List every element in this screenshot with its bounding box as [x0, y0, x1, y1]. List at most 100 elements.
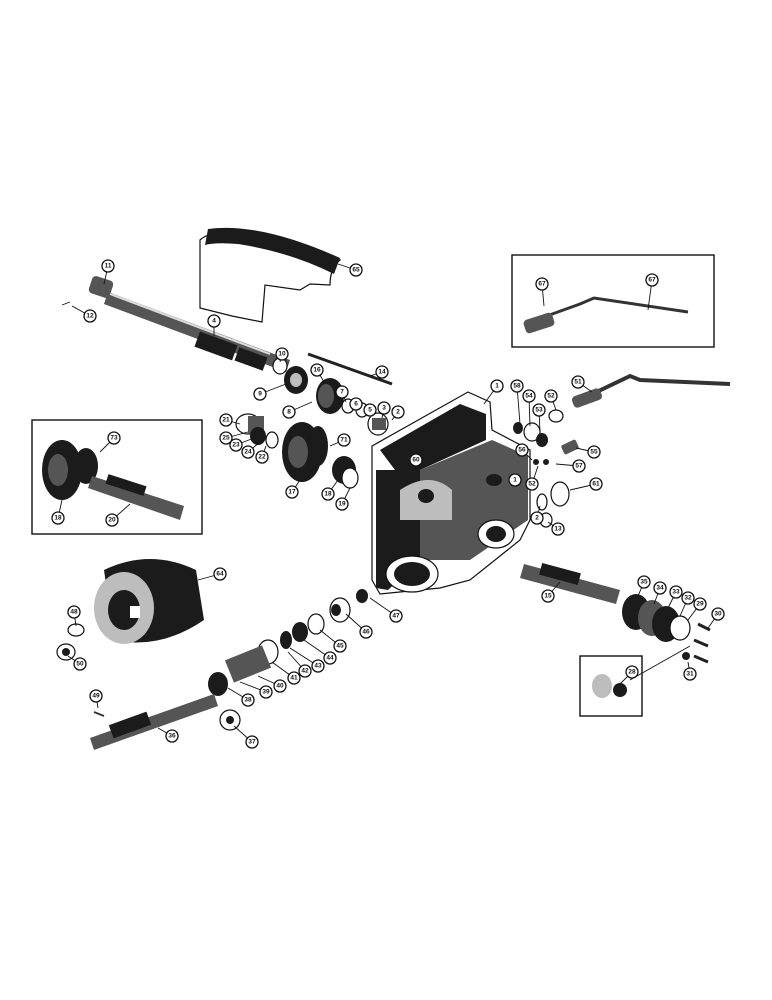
callout-circle — [515, 443, 529, 457]
callout-52: 52 — [525, 465, 539, 491]
callout-circle — [522, 389, 536, 403]
callout-67: 67 — [645, 273, 659, 311]
callout-19: 19 — [335, 487, 351, 511]
callout-61: 61 — [569, 477, 603, 491]
callout-circle — [310, 363, 324, 377]
pulley-drum-part — [94, 559, 204, 644]
upper-gear-cluster — [272, 357, 389, 436]
callout-circle — [653, 581, 667, 595]
callout-circle — [683, 667, 697, 681]
callout-number: 1 — [495, 383, 499, 390]
callout-number: 32 — [684, 595, 692, 602]
callout-number: 22 — [258, 454, 266, 461]
callout-number: 15 — [544, 593, 552, 600]
callout-number: 3 — [382, 405, 386, 412]
callout-circle — [572, 459, 586, 473]
callout-number: 35 — [640, 579, 648, 586]
callout-15: 15 — [541, 581, 561, 603]
inset-nut — [579, 645, 691, 717]
callout-number: 45 — [336, 643, 344, 650]
callout-9: 9 — [253, 383, 287, 401]
callout-2: 2 — [391, 405, 405, 421]
selector-small-parts — [513, 409, 579, 528]
callout-circle — [282, 405, 296, 419]
callout-number: 71 — [340, 437, 348, 444]
callout-3: 3 — [377, 401, 391, 419]
callout-number: 60 — [412, 457, 420, 464]
callout-circle — [213, 567, 227, 581]
callout-circle — [105, 513, 119, 527]
callout-64: 64 — [197, 567, 227, 581]
callout-23: 23 — [229, 437, 255, 452]
callout-circle — [241, 693, 255, 707]
callout-circle — [253, 387, 267, 401]
callout-number: 18 — [54, 515, 62, 522]
callout-circle — [681, 591, 695, 605]
callout-18: 18 — [321, 479, 339, 501]
callout-number: 39 — [262, 689, 270, 696]
callout-number: 46 — [362, 629, 370, 636]
callout-21: 21 — [219, 413, 241, 427]
callout-44: 44 — [303, 639, 337, 665]
callout-22: 22 — [255, 445, 269, 464]
callout-number: 12 — [86, 313, 94, 320]
callout-18: 18 — [51, 499, 65, 525]
callout-number: 4 — [212, 318, 216, 325]
callout-38: 38 — [227, 687, 255, 707]
callout-number: 10 — [278, 351, 286, 358]
callout-55: 55 — [575, 445, 601, 459]
callout-1: 1 — [483, 379, 504, 405]
callout-65: 65 — [337, 263, 363, 277]
callout-circle — [535, 277, 549, 291]
callout-circle — [89, 689, 103, 703]
callout-circle — [101, 259, 115, 273]
callout-number: 42 — [301, 668, 309, 675]
shift-lever-part — [571, 373, 731, 408]
callout-circle — [711, 607, 725, 621]
callout-circle — [375, 365, 389, 379]
callout-number: 2 — [396, 409, 400, 416]
callout-number: 6 — [354, 401, 358, 408]
callout-57: 57 — [555, 459, 586, 473]
callout-16: 16 — [310, 363, 325, 383]
callout-34: 34 — [653, 581, 667, 605]
washer-nut-left — [56, 623, 85, 661]
callout-number: 28 — [628, 669, 636, 676]
callout-circle — [349, 263, 363, 277]
callout-circle — [287, 671, 301, 685]
callout-number: 51 — [574, 379, 582, 386]
callout-circle — [298, 664, 312, 678]
callout-circle — [335, 385, 349, 399]
callout-circle — [359, 625, 373, 639]
callout-circle — [165, 729, 179, 743]
callout-25: 25 — [219, 431, 249, 445]
callout-circle — [693, 597, 707, 611]
callout-number: 7 — [340, 389, 344, 396]
callout-circle — [389, 609, 403, 623]
callout-number: 55 — [590, 449, 598, 456]
callout-circle — [587, 445, 601, 459]
callout-number: 49 — [92, 693, 100, 700]
callout-circle — [321, 487, 335, 501]
callout-1: 1 — [508, 473, 522, 487]
callout-36: 36 — [157, 727, 179, 743]
center-gear-cluster — [235, 413, 359, 489]
callout-number: 61 — [592, 481, 600, 488]
callout-number: 18 — [324, 491, 332, 498]
callout-number: 8 — [287, 409, 291, 416]
callout-circle — [645, 273, 659, 287]
callout-49: 49 — [89, 689, 103, 709]
callout-43: 43 — [289, 647, 325, 673]
callout-number: 20 — [108, 517, 116, 524]
callout-number: 33 — [672, 589, 680, 596]
callout-number: 2 — [535, 515, 539, 522]
callout-60: 60 — [409, 453, 423, 470]
callout-number: 56 — [518, 447, 526, 454]
callout-50: 50 — [67, 655, 87, 671]
rod-part — [307, 352, 393, 386]
callout-number: 36 — [168, 733, 176, 740]
callout-32: 32 — [679, 591, 695, 617]
callout-42: 42 — [287, 651, 312, 678]
callout-56: 56 — [515, 443, 533, 461]
